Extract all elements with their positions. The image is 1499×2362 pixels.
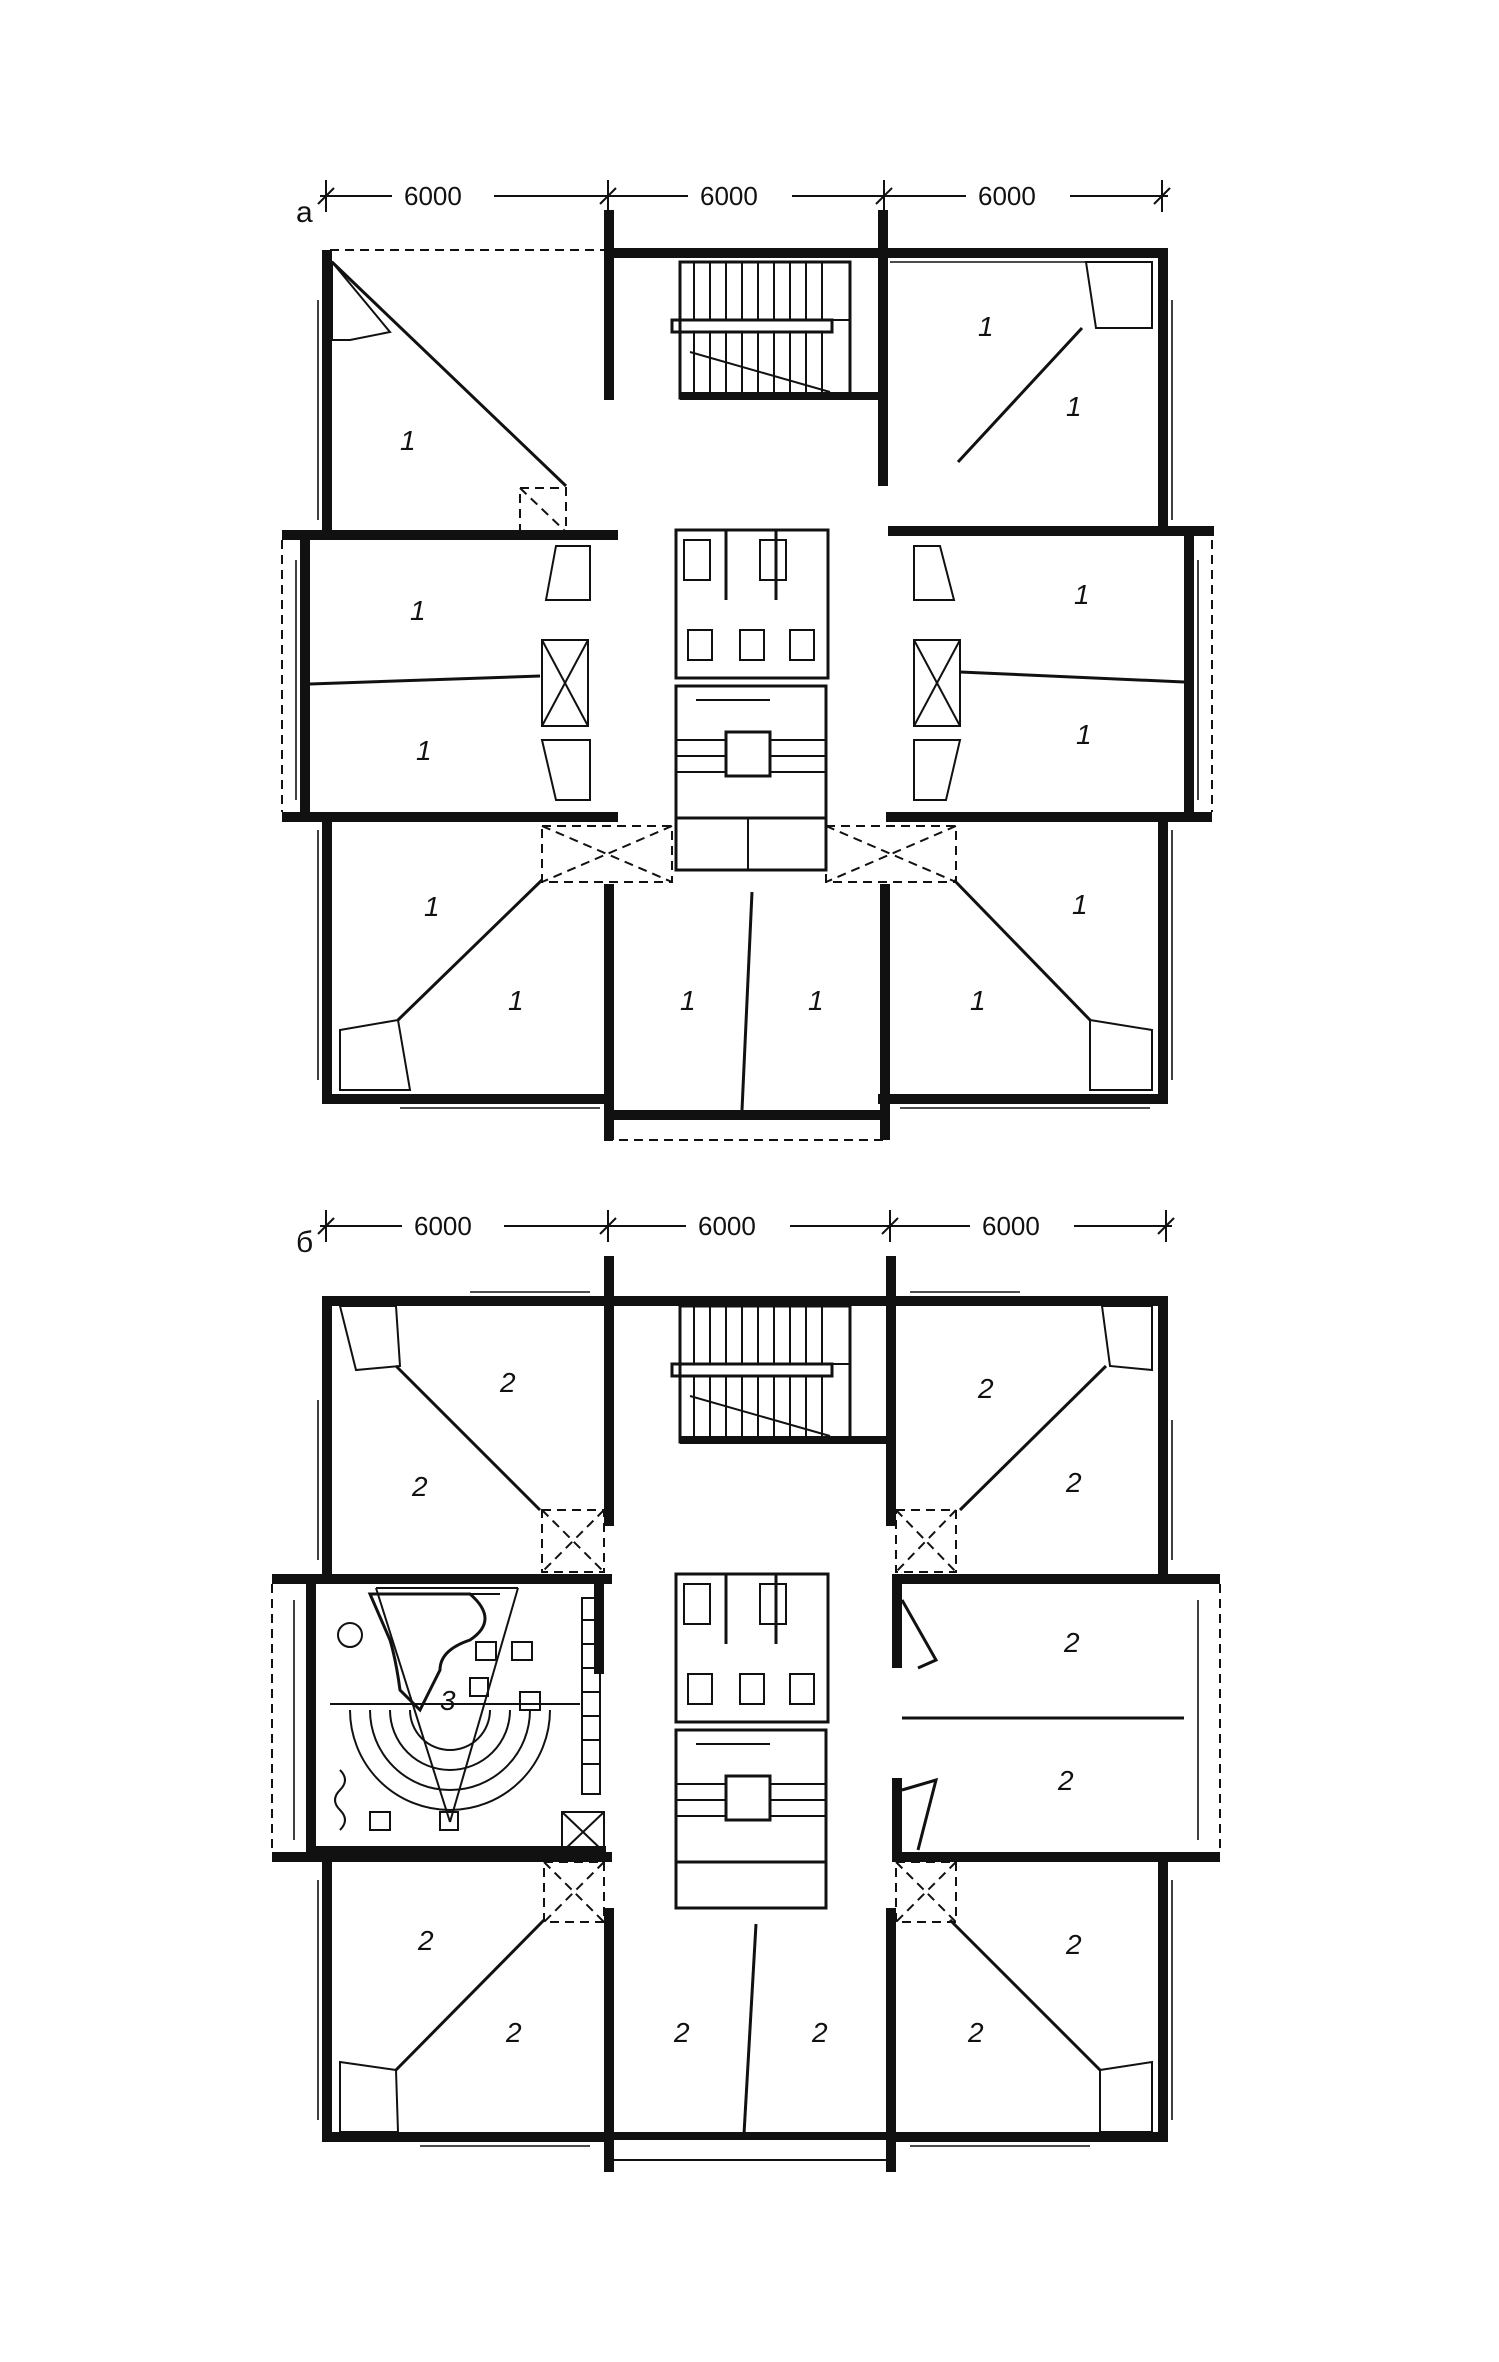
plan-a-room-label: 1	[508, 985, 524, 1016]
plan-b-dimension-1: 6000	[414, 1211, 472, 1241]
plan-a-partitions	[309, 260, 1185, 1111]
plan-b-sanitary-core	[674, 1572, 830, 1724]
plan-b-wardrobes	[338, 1305, 1153, 2133]
plan-a-room-label: 1	[400, 425, 416, 456]
plan-b-room-label: 2	[417, 1925, 434, 1956]
plan-a-room-label: 1	[808, 985, 824, 1016]
plan-b-room-label: 2	[1057, 1765, 1074, 1796]
plan-a-room-label: 1	[1072, 889, 1088, 920]
plan-b-room-label: 2	[505, 2017, 522, 2048]
plan-b-windows	[293, 1291, 1199, 2147]
plan-a-room-label: 1	[970, 985, 986, 1016]
plan-a-room-label: 1	[1066, 391, 1082, 422]
plan-a-room-label: 1	[680, 985, 696, 1016]
plan-a-stair-central	[674, 684, 828, 872]
plan-a-wardrobes	[331, 259, 1153, 1091]
plan-a-windows	[295, 261, 1199, 1109]
plan-b-dimension-2: 6000	[698, 1211, 756, 1241]
plan-b-auditorium	[316, 1574, 606, 1854]
plan-b-room-label: 2	[499, 1367, 516, 1398]
plan-b-room-label: 2	[1063, 1627, 1080, 1658]
plan-a-room-label: 1	[1074, 579, 1090, 610]
plan-b-room-label: 2	[1065, 1467, 1082, 1498]
plan-a-room-label: 1	[410, 595, 426, 626]
plan-a-closets	[519, 487, 961, 883]
plan-b-room-label: 2	[673, 2017, 690, 2048]
plan-b-room-label: 3	[440, 1685, 456, 1716]
plan-b: 6000 6000 6000 б	[271, 1210, 1221, 2172]
plan-a-letter: а	[296, 196, 313, 229]
plan-a-stair-upper	[670, 260, 880, 400]
plan-b-stair-upper	[670, 1304, 892, 1444]
plan-b-room-label: 2	[977, 1373, 994, 1404]
plan-a-room-label: 1	[978, 311, 994, 342]
plan-b-letter: б	[296, 1226, 313, 1259]
plan-a-dimension-3: 6000	[978, 181, 1036, 211]
plan-a-room-label: 1	[1076, 719, 1092, 750]
plan-a-room-label: 1	[424, 891, 440, 922]
plan-b-dimension-3: 6000	[982, 1211, 1040, 1241]
plan-b-partitions	[394, 1364, 1184, 2135]
plan-a-dimension-1: 6000	[404, 181, 462, 211]
plan-b-walls	[272, 1256, 1220, 2172]
plan-b-stair-central	[674, 1728, 828, 1910]
plan-b-room-label: 2	[811, 2017, 828, 2048]
plan-a-room-label: 1	[416, 735, 432, 766]
plan-a-dimension-2: 6000	[700, 181, 758, 211]
plan-a: 6000 6000 6000 а	[281, 180, 1214, 1141]
plan-b-room-label: 2	[1065, 1929, 1082, 1960]
plan-b-closets	[541, 1509, 957, 1923]
plan-a-sanitary-core	[674, 528, 830, 680]
plan-b-room-label: 2	[411, 1471, 428, 1502]
plan-b-room-label: 2	[967, 2017, 984, 2048]
